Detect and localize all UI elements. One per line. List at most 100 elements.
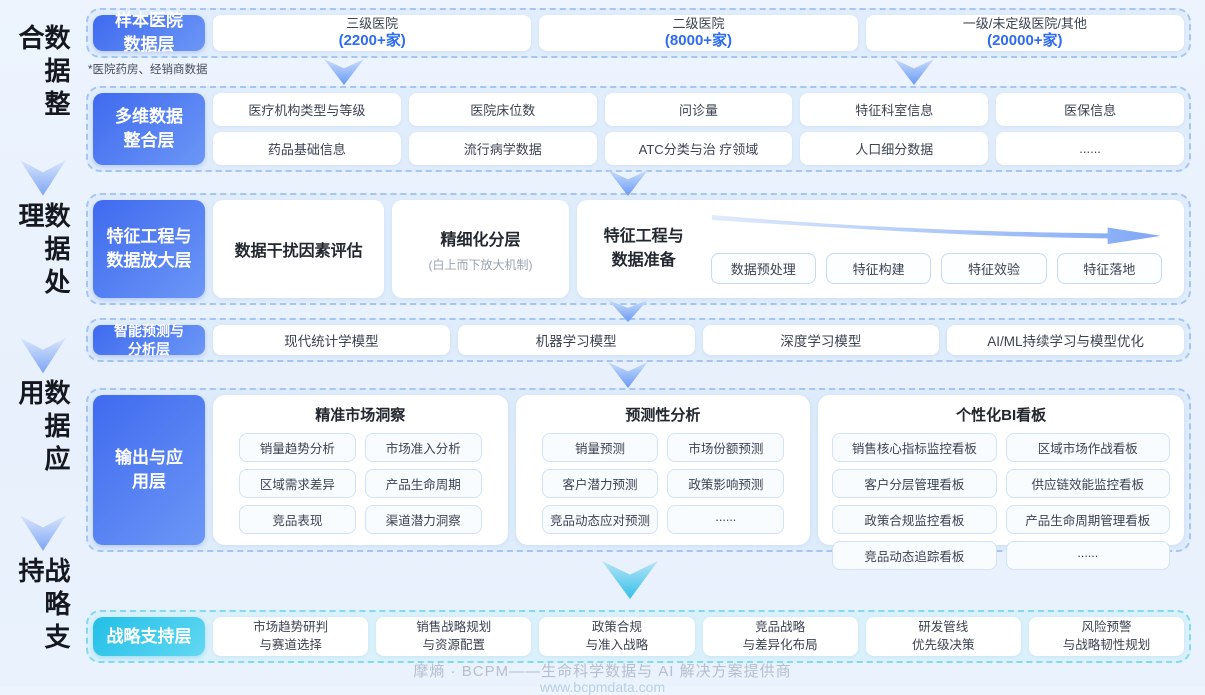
dashboard-chip: 供应链效能监控看板 (1005, 469, 1170, 498)
pipeline-step-box: 特征构建 (825, 252, 932, 284)
model-box: 现代统计学模型 (213, 325, 450, 355)
data-source-box: 医院床位数 (408, 93, 597, 126)
feature-box-title: 精细化分层 (440, 231, 521, 249)
process-rail: 数据整合 数据处理 数据应用 战略支持 (0, 0, 86, 687)
layer-tag-feature: 特征工程与 数据放大层 (93, 200, 205, 298)
data-source-box: 医疗机构类型与等级 (213, 93, 401, 126)
layer-data-integration: 多维数据 整合层 医疗机构类型与等级 医院床位数 问诊量 特征科室信息 医保信息… (86, 86, 1191, 172)
feature-box-subtitle: (白上而下放大机制) (428, 257, 533, 272)
data-source-box: ATC分类与治 疗领域 (604, 132, 793, 165)
dashboard-chip: 产品生命周期管理看板 (1005, 505, 1170, 534)
pipeline-step-box: 特征落地 (1056, 252, 1162, 284)
chip-grid: 销量预测 市场份额预测 客户潜力预测 政策影响预测 竞品动态应对预测 .....… (516, 433, 811, 534)
prediction-chip: 销量预测 (541, 433, 659, 462)
layer-tag-output: 输出与应 用层 (93, 395, 205, 545)
dashboard-chip: 政策合规监控看板 (832, 505, 997, 534)
down-arrow-icon (608, 170, 648, 196)
layer-feature-engineering: 特征工程与 数据放大层 数据干扰因素评估 精细化分层 (白上而下放大机制) 特征… (86, 193, 1191, 305)
output-column-predictive-analysis: 预测性分析 销量预测 市场份额预测 客户潜力预测 政策影响预测 竞品动态应对预测… (515, 395, 811, 545)
flow-gap (86, 362, 1191, 388)
prediction-chip: 竞品动态应对预测 (541, 505, 659, 534)
down-arrow-icon (608, 362, 648, 388)
data-source-box: 流行病学数据 (408, 132, 597, 165)
insight-chip: 渠道潜力洞察 (364, 505, 482, 534)
pipeline-step-box: 数据预处理 (710, 252, 816, 284)
data-source-box: 问诊量 (604, 93, 793, 126)
flow-gap (86, 552, 1191, 610)
dashboard-chip: 销售核心指标监控看板 (832, 433, 997, 462)
diagram-canvas: 样本医院 数据层 三级医院 (2200+家) 二级医院 (8000+家) 一级/… (86, 0, 1205, 687)
integration-row: 药品基础信息 流行病学数据 ATC分类与治 疗领域 人口细分数据 ...... (213, 132, 1184, 165)
prediction-chip: 政策影响预测 (667, 469, 785, 498)
down-arrow-icon (602, 561, 658, 599)
layer-tag-integration: 多维数据 整合层 (93, 93, 205, 165)
layer-tag-prediction: 智能预测与 分析层 (93, 323, 205, 357)
strategy-box: 研发管线 优先级决策 (865, 617, 1021, 656)
layer-prediction-analysis: 智能预测与 分析层 现代统计学模型 机器学习模型 深度学习模型 AI/ML持续学… (86, 318, 1191, 362)
layer-tag-strategy: 战略支持层 (93, 617, 205, 656)
data-source-box: 人口细分数据 (800, 132, 989, 165)
hospital-tier-box: 二级医院 (8000+家) (539, 15, 858, 51)
strategy-box: 市场趋势研判 与赛道选择 (213, 617, 369, 656)
prediction-chip: ...... (667, 505, 785, 534)
rail-label-data-integration: 数据整合 (15, 24, 71, 123)
hospital-tier-box: 三级医院 (2200+家) (213, 15, 532, 51)
rail-label-data-processing: 数据处理 (15, 201, 71, 301)
strategy-box: 风险预警 与战略韧性规划 (1028, 617, 1185, 656)
output-column-market-insight: 精准市场洞察 销量趋势分析 市场准入分析 区域需求差异 产品生命周期 竞品表现 … (213, 395, 508, 545)
feature-box-data-preparation: 特征工程与 数据准备 (576, 200, 1184, 298)
layer-sample-hospital-data: 样本医院 数据层 三级医院 (2200+家) 二级医院 (8000+家) 一级/… (86, 8, 1191, 58)
insight-chip: 销量趋势分析 (239, 433, 356, 462)
dashboard-chip: 竞品动态追踪看板 (832, 541, 997, 570)
model-box: 深度学习模型 (702, 325, 940, 355)
data-source-box: ...... (996, 132, 1184, 165)
insight-chip: 市场准入分析 (364, 433, 482, 462)
dashboard-chip: 客户分层管理看板 (832, 469, 997, 498)
down-arrow-icon (20, 160, 66, 196)
feature-box-title: 数据干扰因素评估 (234, 243, 363, 260)
output-column-bi-dashboards: 个性化BI看板 销售核心指标监控看板 区域市场作战看板 客户分层管理看板 供应链… (818, 395, 1184, 570)
pipeline-step-box: 特征效验 (941, 252, 1047, 284)
prediction-chip: 客户潜力预测 (541, 469, 659, 498)
column-title: 个性化BI看板 (956, 407, 1047, 424)
column-title: 预测性分析 (625, 407, 701, 424)
down-arrow-icon (894, 59, 934, 85)
chip-grid: 销量趋势分析 市场准入分析 区域需求差异 产品生命周期 竞品表现 渠道潜力洞察 (213, 433, 508, 534)
layer-strategy-support: 战略支持层 市场趋势研判 与赛道选择 销售战略规划 与资源配置 政策合规 与准入… (86, 610, 1191, 663)
feature-box-fine-stratification: 精细化分层 (白上而下放大机制) (392, 200, 569, 298)
rail-label-data-application: 数据应用 (15, 379, 71, 479)
insight-chip: 区域需求差异 (239, 469, 356, 498)
hospital-tier-count: (2200+家) (338, 31, 406, 49)
hospital-tier-name: 三级医院 (346, 15, 399, 31)
watermark-url: www.bcpmdata.com (539, 679, 666, 695)
flow-gap (86, 170, 1191, 196)
strategy-box: 销售战略规划 与资源配置 (376, 617, 532, 656)
column-title: 精准市场洞察 (315, 407, 406, 424)
hospital-tier-name: 二级医院 (672, 15, 725, 31)
dashboard-chip: 区域市场作战看板 (1005, 433, 1170, 462)
down-arrow-icon (324, 59, 364, 85)
hospital-tier-count: (8000+家) (664, 31, 733, 49)
flow-gap: *医院药房、经销商数据 (86, 58, 1191, 86)
hospital-tier-box: 一级/未定级医院/其他 (20000+家) (865, 15, 1184, 51)
prediction-chip: 市场份额预测 (667, 433, 785, 462)
dashboard-chip: ...... (1005, 541, 1170, 570)
flow-gap (86, 300, 1191, 322)
data-source-box: 医保信息 (996, 93, 1184, 126)
hospital-tier-count: (20000+家) (987, 31, 1063, 49)
strategy-box: 竞品战略 与差异化布局 (702, 617, 858, 656)
insight-chip: 产品生命周期 (364, 469, 482, 498)
pipeline-steps: 数据预处理 特征构建 特征效验 特征落地 (703, 252, 1170, 284)
down-arrow-icon (20, 515, 66, 551)
feature-box-title: 特征工程与 数据准备 (603, 228, 684, 269)
data-source-box: 特征科室信息 (800, 93, 989, 126)
strategy-box: 政策合规 与准入战略 (539, 617, 695, 656)
footnote: *医院药房、经销商数据 (88, 64, 208, 76)
down-arrow-icon (20, 337, 66, 374)
hospital-tier-name: 一级/未定级医院/其他 (962, 15, 1087, 31)
data-source-box: 药品基础信息 (213, 132, 401, 165)
model-box: 机器学习模型 (457, 325, 695, 355)
decreasing-trend-arrow-icon (703, 214, 1170, 245)
integration-grid: 医疗机构类型与等级 医院床位数 问诊量 特征科室信息 医保信息 药品基础信息 流… (213, 93, 1184, 165)
